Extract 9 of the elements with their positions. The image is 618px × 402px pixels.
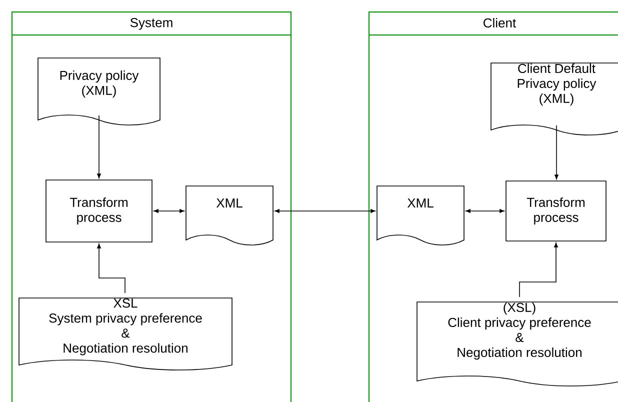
arrow — [154, 209, 184, 213]
arrow — [274, 209, 376, 213]
arrow — [466, 209, 504, 213]
arrow — [97, 244, 126, 294]
arrow — [97, 115, 101, 178]
arrow — [519, 242, 558, 298]
process-box: Transform process — [46, 180, 152, 242]
arrow — [554, 125, 558, 180]
process-box: Transform process — [506, 180, 606, 242]
